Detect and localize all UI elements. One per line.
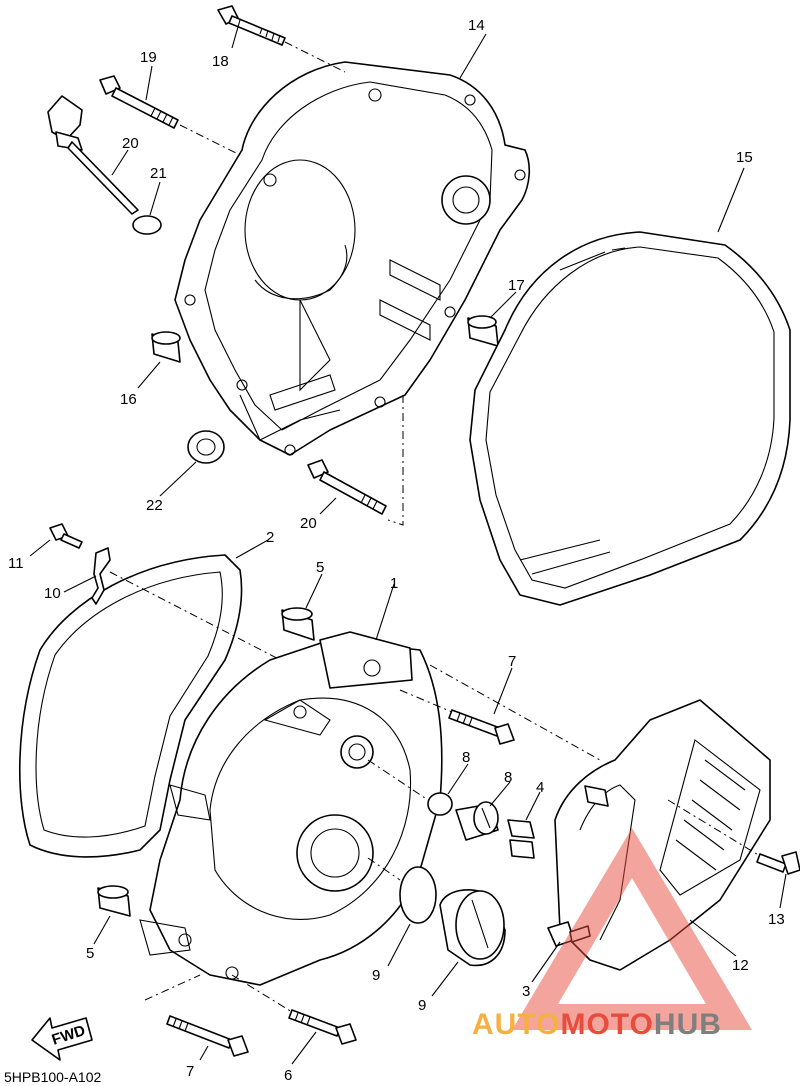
callout-9: 8 [462, 749, 470, 766]
callout-2: 2 [266, 529, 274, 546]
callout-20-upper: 19 [140, 49, 157, 66]
watermark-logo: AUTOMOTOHUB [472, 828, 752, 1041]
callout-18-left: 16 [120, 391, 137, 408]
bolt-20-lower [307, 459, 387, 515]
callout-8: 8 [504, 769, 512, 786]
bolt-13 [49, 523, 83, 549]
callout-1: 1 [390, 575, 398, 592]
dowel-pin-5-upper [281, 607, 315, 641]
damper-4 [507, 819, 535, 859]
watermark-auto: AUTO [472, 1008, 560, 1041]
dowel-pin-5-lower [97, 885, 131, 917]
watermark-hub: HUB [654, 1008, 722, 1041]
callout-13: 11 [8, 555, 24, 572]
callout-7-left: 7 [186, 1063, 194, 1080]
diagram-code: 5HPB100-A102 [4, 1069, 102, 1085]
callout-7-right: 7 [508, 653, 516, 670]
bolt-15 [756, 851, 800, 875]
callout-15: 13 [768, 911, 785, 928]
plug-8 [455, 801, 499, 841]
crankcase-cover-16 [174, 61, 531, 456]
callout-21: 20 [122, 135, 139, 152]
callout-14: 12 [732, 957, 749, 974]
watermark-triangle-icon [512, 828, 752, 1030]
fwd-arrow-icon: FWD [31, 1017, 93, 1061]
callout-5-lower: 5 [86, 945, 94, 962]
leader-lines [29, 19, 787, 1065]
o-ring-11 [399, 866, 437, 924]
o-ring-9 [427, 792, 453, 816]
dowel-pin-18-left [151, 331, 181, 363]
callout-22: 21 [150, 165, 167, 182]
watermark-moto: MOTO [560, 1008, 653, 1041]
svg-text:AUTOMOTOHUB: AUTOMOTOHUB [472, 1008, 722, 1041]
callout-19: 18 [212, 53, 229, 70]
callout-labels: 14 18 19 20 21 15 17 16 22 20 2 11 10 5 … [8, 17, 785, 1084]
plug-10 [439, 889, 506, 967]
callout-4: 4 [536, 779, 544, 796]
callout-23: 22 [146, 497, 163, 514]
bolt-6 [288, 1009, 357, 1045]
gasket-2 [19, 554, 243, 858]
callout-10: 9 [418, 997, 426, 1014]
bolt-19 [217, 5, 286, 46]
bolt-7-right [448, 709, 515, 745]
dipstick-21 [47, 95, 139, 215]
callout-18-right: 17 [508, 277, 525, 294]
clip-12 [91, 547, 111, 605]
callout-16: 14 [468, 17, 485, 34]
callout-20-lower: 20 [300, 515, 317, 532]
callout-5-upper: 5 [316, 559, 324, 576]
dowel-pin-18-right [467, 315, 499, 347]
callout-6: 6 [284, 1067, 292, 1084]
o-ring-22 [132, 215, 162, 235]
generator-cover-1 [139, 631, 443, 986]
callout-12: 10 [44, 585, 61, 602]
callout-17: 15 [736, 149, 753, 166]
callout-11: 9 [372, 967, 380, 984]
oil-seal-23 [187, 430, 225, 464]
bolt-7-left [166, 1015, 249, 1057]
callout-3: 3 [522, 983, 530, 1000]
gasket-17 [469, 231, 791, 606]
bolt-20-upper [99, 75, 179, 129]
